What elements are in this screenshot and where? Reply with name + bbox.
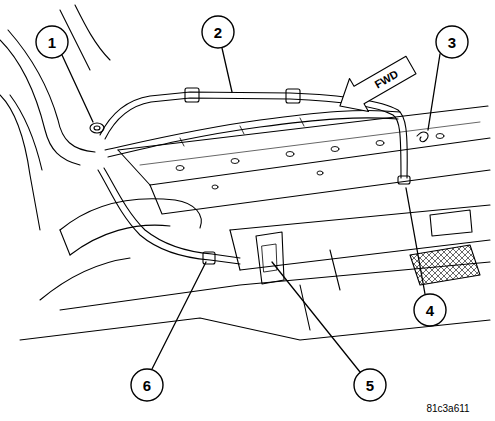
callout-number: 1	[48, 35, 56, 50]
callout-number: 5	[366, 378, 374, 393]
callout-number: 2	[214, 25, 222, 40]
callout-number: 3	[448, 35, 456, 50]
callout-number: 4	[426, 303, 434, 318]
figure-code: 81c3a611	[426, 404, 469, 414]
callout-number: 6	[143, 378, 151, 393]
